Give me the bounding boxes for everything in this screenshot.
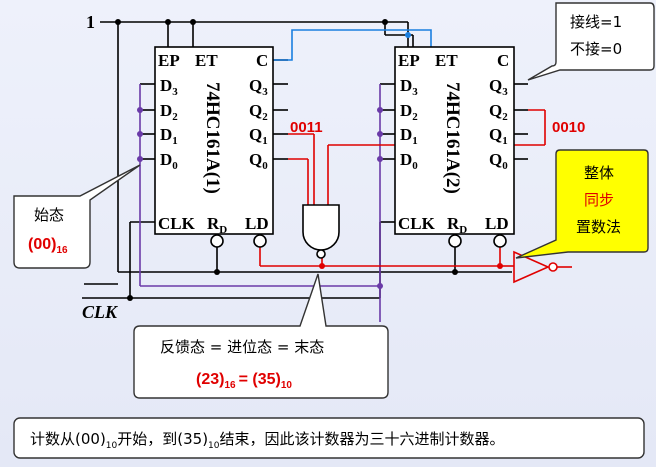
chip-2-name: 74HC161A(2) [442,82,463,194]
pin-bubbles [210,234,507,248]
method-line2: 同步 [584,191,614,209]
pin-q1: Q1 [249,125,268,147]
pin-q2: Q2 [489,101,508,123]
pin-q2: Q2 [249,101,268,123]
pin-d0: D0 [400,150,418,172]
pin-et: ET [435,51,458,70]
wiring-callout [527,2,655,81]
pin-d3: D3 [400,76,418,98]
summary-box [13,417,645,459]
initial-state-title: 始态 [34,206,64,224]
feedback-value: (23)16= (35)10 [196,371,292,391]
initial-state-value: (00)16 [28,236,68,256]
purple-wires [139,84,381,322]
nand-bubble [316,249,326,259]
wiring-callout-line1: 接线=1 [570,13,622,31]
chip-1-pins: EP ET C D3 D2 D1 D0 Q3 Q2 Q1 Q0 CLK RD L… [158,51,269,236]
inverter [513,250,550,284]
chip-2 [394,46,515,235]
pin-d1: D1 [160,125,178,147]
q-value-chip-2: 0010 [552,119,585,136]
pin-c: C [256,51,268,70]
input-one-label: 1 [86,12,95,32]
wiring-callout-line2: 不接=0 [570,40,622,58]
pin-d3: D3 [160,76,178,98]
blue-dot [405,32,411,38]
pin-ep: EP [398,51,420,70]
pin-q1: Q1 [489,125,508,147]
pin-et: ET [195,51,218,70]
pin-q0: Q0 [249,150,268,172]
pin-ld: LD [245,214,269,233]
junction-dots [115,19,458,301]
pin-d0: D0 [160,150,178,172]
pin-clk: CLK [398,214,436,233]
summary-text: 计数从(00)10开始，到(35)10结束，因此该计数器为三十六进制计数器。 [30,430,505,451]
purple-dots [137,107,383,289]
pin-clk: CLK [158,214,196,233]
pin-c: C [497,51,509,70]
red-dots [319,263,503,269]
initial-state-callout [13,164,141,269]
method-line1: 整体 [584,164,614,182]
nand-gate [302,204,340,251]
q-value-chip-1: 0011 [290,119,323,136]
carry-wire [273,29,432,61]
feedback-callout [133,273,389,399]
pin-ld: LD [485,214,509,233]
inverter-bubble [548,262,558,272]
chip-1 [154,46,274,235]
pin-rd: RD [207,214,227,236]
clk-label: CLK [82,302,119,322]
method-callout [515,149,649,259]
method-line3: 置数法 [576,218,621,236]
chip-2-pins: EP ET C D3 D2 D1 D0 Q3 Q2 Q1 Q0 CLK RD L… [398,51,509,236]
feedback-title: 反馈态 = 进位态 = 末态 [160,338,324,356]
pin-d2: D2 [400,101,418,123]
pin-q3: Q3 [489,76,508,98]
pin-rd: RD [447,214,467,236]
pin-d2: D2 [160,101,178,123]
pin-q0: Q0 [489,150,508,172]
chip-1-name: 74HC161A(1) [202,82,223,194]
pin-q3: Q3 [249,76,268,98]
pin-ep: EP [158,51,180,70]
pin-d1: D1 [400,125,418,147]
